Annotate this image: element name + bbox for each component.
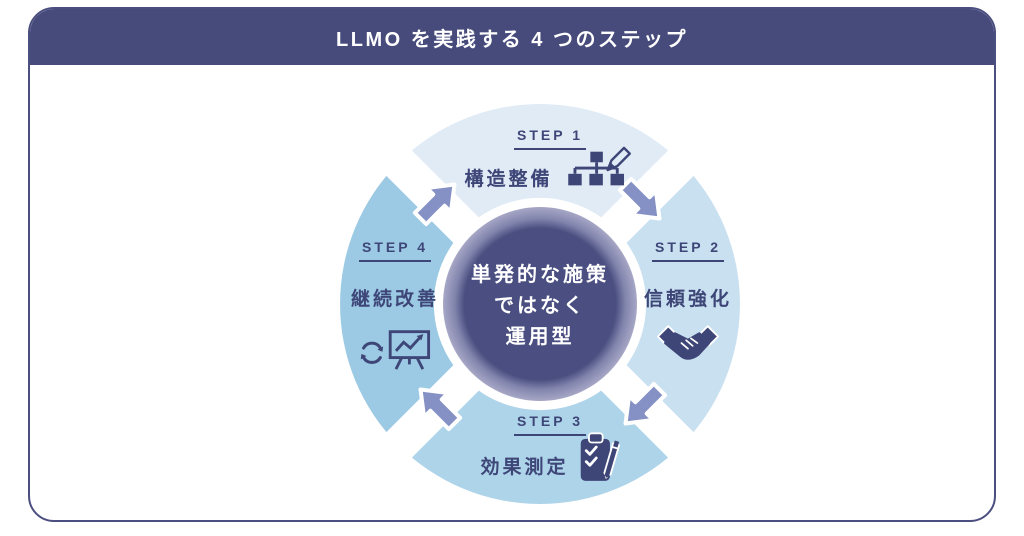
segment-step1: [398, 104, 682, 229]
center-message: 単発的な施策 ではなく 運用型: [445, 260, 635, 353]
arrow-step2-to-step3: [623, 381, 668, 426]
center-message-line2: ではなく: [494, 295, 586, 317]
step-4-label: STEP 4: [359, 239, 431, 262]
arrow-step3-to-step4: [418, 387, 463, 432]
clipboard-checklist-icon: [580, 432, 620, 481]
center-circle: [443, 207, 637, 401]
arrow-step4-to-step1: [412, 182, 457, 227]
center-message-line3: 運用型: [505, 326, 575, 348]
arrow-step1-to-step2: [617, 176, 662, 221]
sitemap-pencil-icon: [567, 146, 631, 186]
handshake-icon: [657, 325, 719, 360]
card: LLMO を実践する 4 つのステップ: [28, 7, 996, 522]
step-3-label: STEP 3: [514, 413, 586, 436]
step-2-block: STEP 2 信頼強化: [626, 239, 750, 364]
step-4-title: 継続改善: [350, 289, 439, 310]
segment-step4: [340, 162, 465, 446]
step-1-title: 構造整備: [464, 168, 553, 190]
refresh-chart-icon: [360, 330, 431, 370]
card-header: LLMO を実践する 4 つのステップ: [30, 9, 994, 65]
step-3-title: 効果測定: [480, 456, 569, 478]
page-title: LLMO を実践する 4 つのステップ: [336, 28, 688, 51]
segment-step2: [615, 162, 740, 446]
step-1-block: STEP 1 構造整備: [448, 127, 652, 194]
cycle-diagram: [340, 104, 740, 504]
step-1-label: STEP 1: [514, 127, 586, 150]
center-message-line1: 単発的な施策: [471, 264, 609, 286]
step-3-block: STEP 3 効果測定: [448, 413, 652, 484]
step-2-title: 信頼強化: [643, 289, 732, 310]
step-4-block: STEP 4 継続改善: [333, 239, 457, 372]
step-2-label: STEP 2: [652, 239, 724, 262]
